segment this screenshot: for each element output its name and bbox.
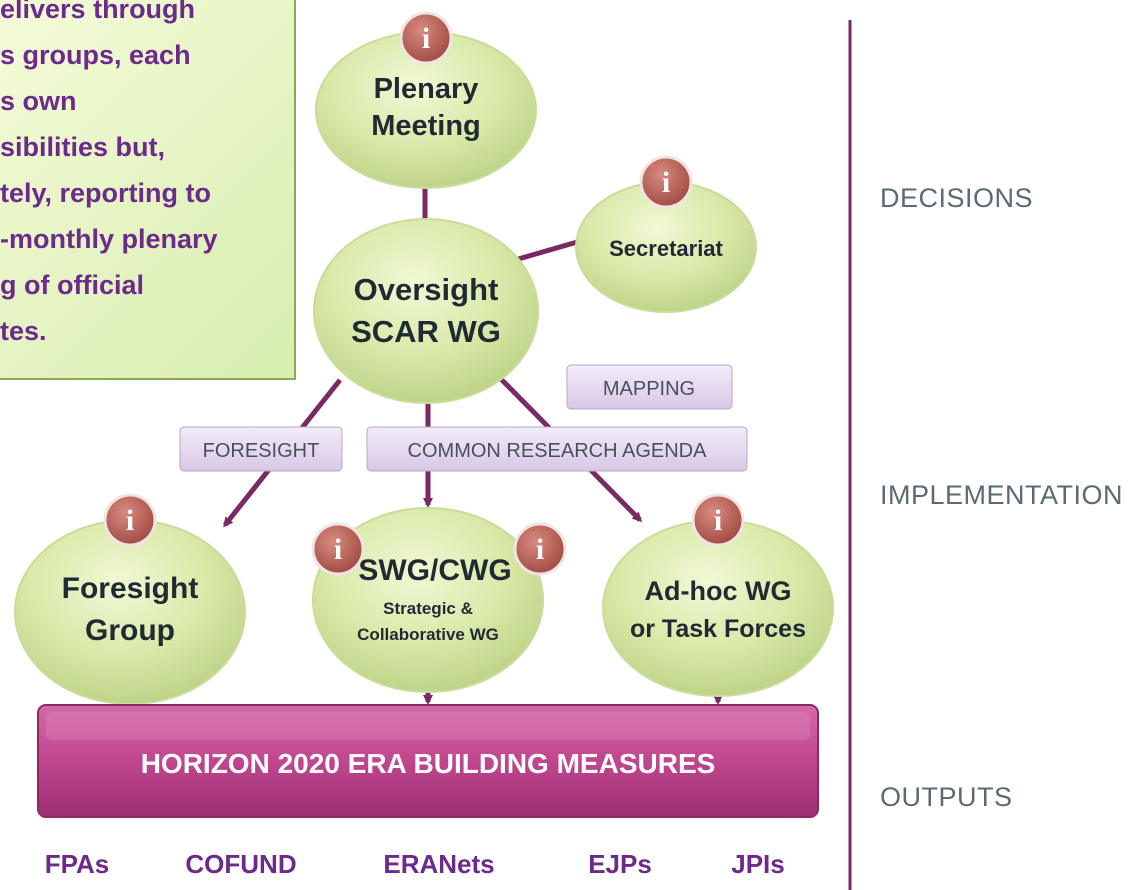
callout-line-6: -monthly plenary xyxy=(0,224,218,254)
output-fpas: FPAs xyxy=(45,849,110,879)
oversight-line-1: Oversight xyxy=(354,272,499,307)
swg-cwg-subtitle-2: Collaborative WG xyxy=(357,625,499,644)
output-eranets: ERANets xyxy=(383,849,494,879)
callout-line-7: g of official xyxy=(0,270,144,300)
svg-text:i: i xyxy=(126,504,134,537)
plenary-line-2: Meeting xyxy=(371,110,481,142)
node-adhoc-wg: Ad-hoc WG or Task Forces xyxy=(602,519,834,697)
info-icon-secretariat[interactable]: i xyxy=(639,155,693,209)
node-foresight-group: Foresight Group xyxy=(14,519,246,705)
tag-mapping-label: MAPPING xyxy=(603,378,695,400)
stage-implementation: IMPLEMENTATION xyxy=(880,480,1124,510)
callout-line-5: tely, reporting to xyxy=(0,178,212,208)
node-secretariat: Secretariat xyxy=(575,181,757,313)
callout-line-2: s groups, each xyxy=(0,40,191,70)
callout-line-3: s own xyxy=(0,86,77,116)
svg-text:i: i xyxy=(714,504,722,537)
plenary-line-1: Plenary xyxy=(374,73,479,105)
tag-common-research-agenda: COMMON RESEARCH AGENDA xyxy=(366,426,748,472)
foresight-group-line-1: Foresight xyxy=(62,572,199,605)
oversight-line-2: SCAR WG xyxy=(351,314,501,349)
foresight-group-line-2: Group xyxy=(85,614,175,647)
svg-text:i: i xyxy=(536,533,544,566)
adhoc-line-1: Ad-hoc WG xyxy=(645,576,792,606)
tag-mapping: MAPPING xyxy=(566,364,733,410)
horizon-2020-bar: HORIZON 2020 ERA BUILDING MEASURES xyxy=(37,704,819,818)
stage-outputs: OUTPUTS xyxy=(880,782,1013,812)
output-jpis: JPIs xyxy=(731,849,785,879)
callout-line-4: sibilities but, xyxy=(0,132,166,162)
svg-text:i: i xyxy=(662,166,670,199)
tag-foresight-label: FORESIGHT xyxy=(203,440,320,462)
swg-cwg-subtitle-1: Strategic & xyxy=(383,599,473,618)
svg-text:i: i xyxy=(334,533,342,566)
tag-foresight: FORESIGHT xyxy=(179,426,343,472)
callout-line-1: elivers through xyxy=(0,0,196,24)
output-cofund: COFUND xyxy=(185,849,296,879)
info-icon-cwg[interactable]: i xyxy=(513,522,567,576)
info-icon-plenary[interactable]: i xyxy=(399,11,453,65)
callout-line-8: tes. xyxy=(0,316,47,346)
node-oversight-scar-wg: Oversight SCAR WG xyxy=(313,218,539,404)
adhoc-line-2: or Task Forces xyxy=(630,615,806,643)
svg-text:i: i xyxy=(422,22,430,55)
description-callout: elivers through s groups, each s own sib… xyxy=(0,0,296,380)
node-plenary-meeting: Plenary Meeting xyxy=(315,31,537,189)
info-icon-swg[interactable]: i xyxy=(311,522,365,576)
info-icon-foresight-group[interactable]: i xyxy=(103,493,157,547)
stage-decisions: DECISIONS xyxy=(880,183,1034,213)
secretariat-label: Secretariat xyxy=(609,236,723,261)
output-ejps: EJPs xyxy=(588,849,652,879)
horizon-2020-bar-label: HORIZON 2020 ERA BUILDING MEASURES xyxy=(141,748,716,779)
node-swg-cwg: SWG/CWG Strategic & Collaborative WG xyxy=(312,507,544,693)
tag-common-research-agenda-label: COMMON RESEARCH AGENDA xyxy=(408,440,708,462)
info-icon-adhoc[interactable]: i xyxy=(691,493,745,547)
swg-cwg-title: SWG/CWG xyxy=(358,554,511,587)
